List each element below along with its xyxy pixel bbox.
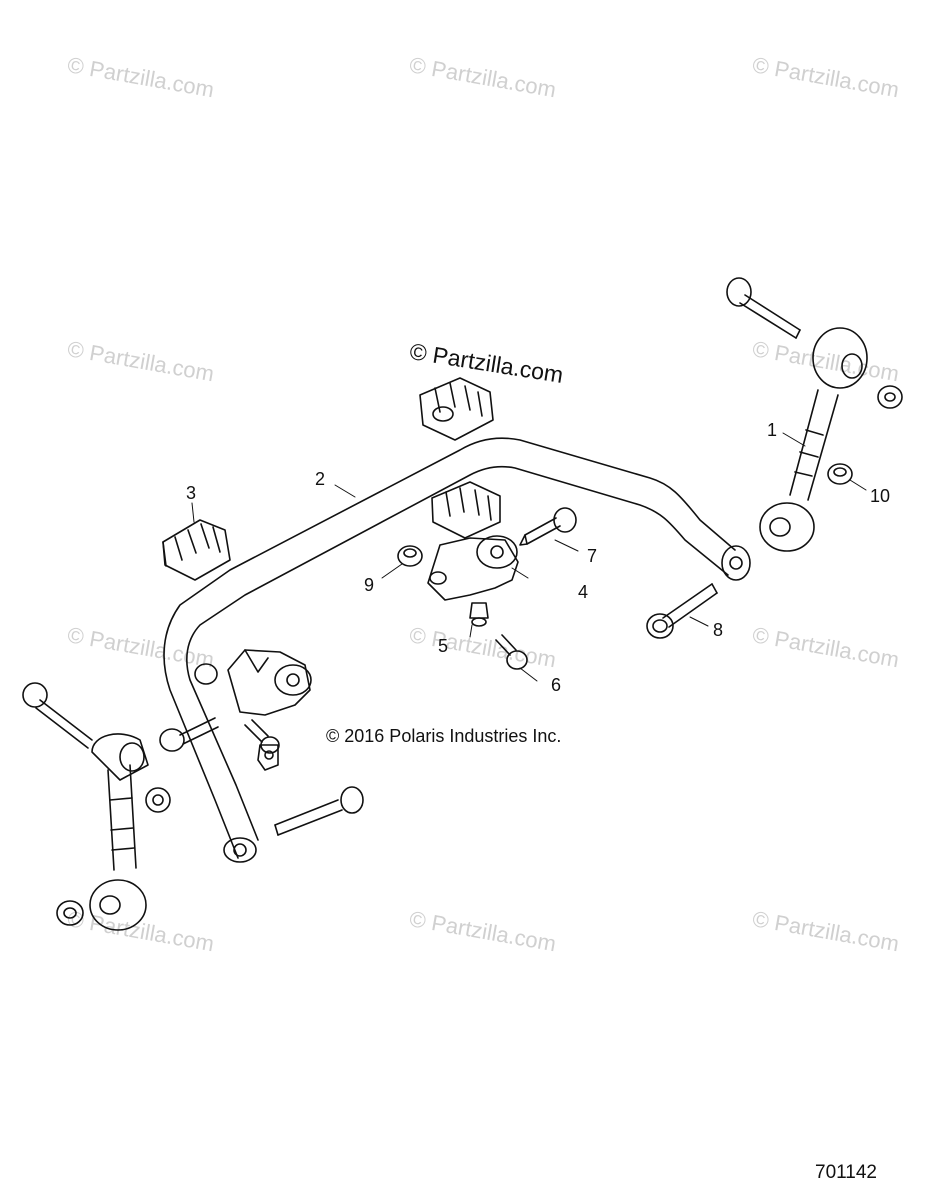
bolt-left-top (22, 682, 93, 749)
stabilizer-bar (163, 437, 751, 863)
bushing-middle (431, 481, 501, 539)
copyright-text: © 2016 Polaris Industries Inc. (326, 726, 562, 746)
leader-lines (191, 432, 867, 682)
nut-9 (397, 545, 423, 567)
nut-left-mid (145, 787, 171, 813)
grease-fitting-5 (469, 602, 489, 627)
nut-left (194, 663, 218, 685)
bolt-lower (274, 786, 364, 836)
callout-8: 8 (713, 620, 724, 640)
nut-right (877, 385, 903, 409)
nut-10 (827, 463, 853, 485)
bolt-right-top (726, 277, 801, 339)
bolt-8 (646, 583, 718, 639)
callout-4: 4 (578, 582, 589, 602)
bushing-clamp-4 (427, 535, 519, 601)
bolt-7 (519, 507, 577, 546)
bolt-left-small (244, 719, 280, 754)
grease-fitting-left (257, 744, 279, 771)
bushing-3 (162, 519, 231, 581)
callout-6: 6 (551, 675, 562, 695)
diagram-id: 701142 (815, 1162, 877, 1183)
bushing-top (419, 377, 494, 441)
stabilizer-link-right (759, 327, 868, 552)
callout-3: 3 (186, 483, 197, 503)
bushing-clamp-left (227, 649, 312, 716)
callout-5: 5 (438, 636, 449, 656)
callout-1: 1 (767, 420, 778, 440)
callout-10: 10 (870, 486, 891, 506)
callout-9: 9 (364, 575, 375, 595)
bolt-left-clamp (159, 717, 219, 752)
stabilizer-link-left (89, 733, 149, 931)
callout-2: 2 (315, 469, 326, 489)
nut-left-bottom (56, 900, 84, 926)
callout-7: 7 (587, 546, 598, 566)
bolt-6 (495, 634, 528, 670)
